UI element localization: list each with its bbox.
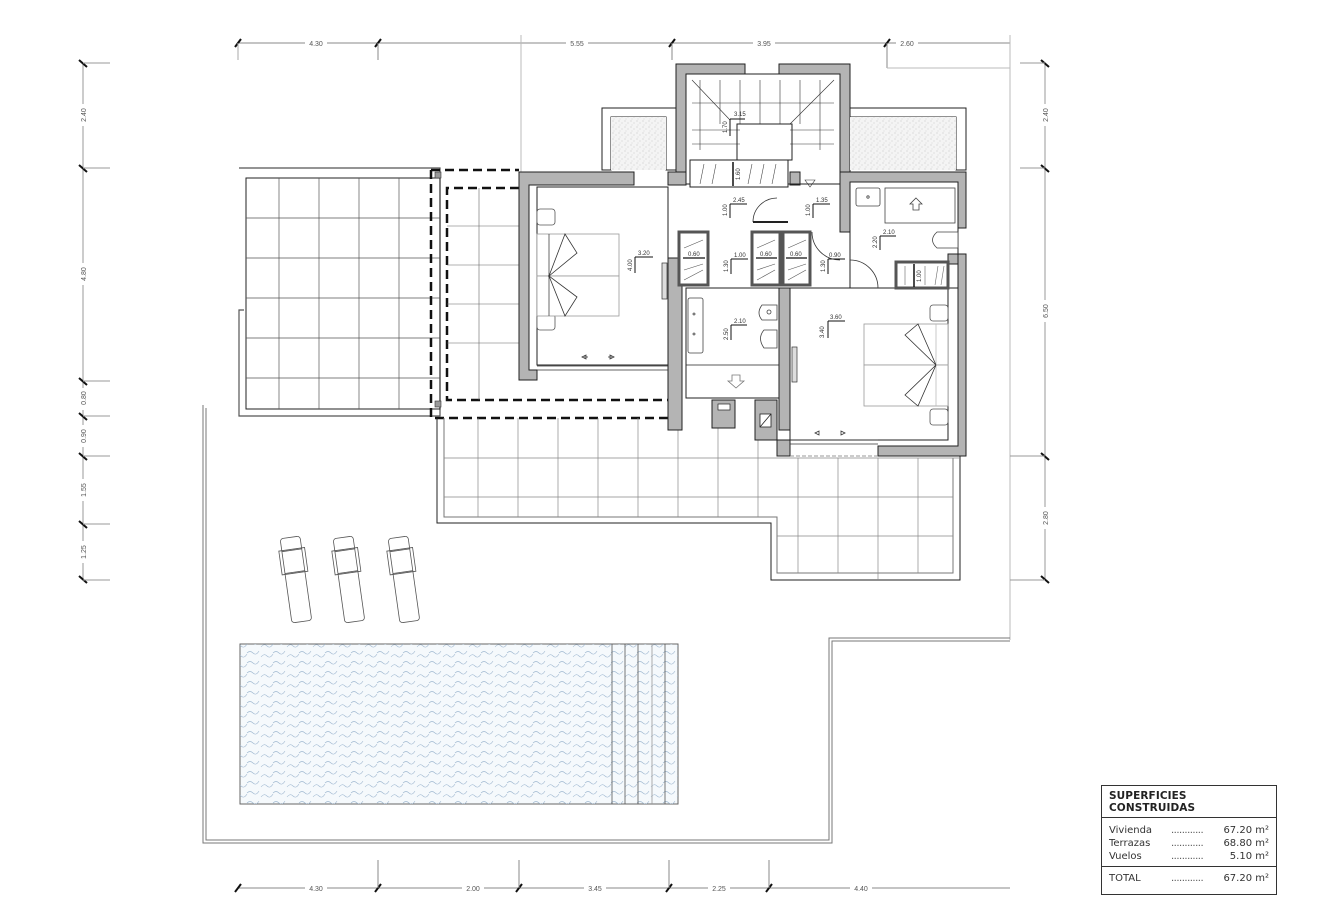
bedroom-2-width-label: 3.60	[830, 315, 842, 321]
closet-3-label: 0.60	[790, 252, 802, 258]
corridor-width-label: 0.90	[829, 253, 841, 259]
tv-unit-2	[791, 346, 798, 383]
dim-top-3: 3.95	[757, 41, 771, 48]
dim-left-6: 1.25	[81, 545, 88, 559]
window-bedroom-2	[790, 430, 878, 457]
dim-left-1: 2.40	[81, 108, 88, 122]
hall-2-height-label: 1.00	[806, 204, 812, 216]
staircase	[691, 79, 835, 188]
corridor-height-label: 1.30	[821, 260, 827, 272]
closet-4-label: 1.00	[917, 270, 923, 282]
bathroom-1	[686, 297, 779, 389]
dim-bottom-1: 4.30	[309, 886, 323, 893]
dim-left-3: 0.80	[81, 391, 88, 405]
planter-right	[850, 117, 956, 170]
bathroom-2	[849, 187, 959, 289]
hall-1-width-label: 2.45	[733, 198, 745, 204]
bed-1	[536, 208, 620, 331]
main-terrace	[436, 418, 961, 581]
overhang-dashed-outline	[429, 168, 680, 420]
dim-top-4: 2.60	[900, 41, 914, 48]
bedroom-2-height-label: 3.40	[820, 326, 826, 338]
dim-left-4: 0.90	[81, 429, 88, 443]
dim-bottom-5: 4.40	[854, 886, 868, 893]
window-bedroom-1	[537, 354, 668, 371]
hall-1-height-label: 1.00	[723, 204, 729, 216]
surface-dots: ............	[1171, 873, 1204, 884]
bathroom-1-width-label: 2.10	[734, 319, 746, 325]
surface-total-value: 67.20 m²	[1223, 873, 1269, 884]
dim-bottom-2: 2.00	[466, 886, 480, 893]
swimming-pool	[239, 643, 679, 805]
dim-right-3: 2.80	[1043, 511, 1050, 525]
surface-dots: ............	[1171, 825, 1204, 836]
closet-2-label: 0.60	[760, 252, 772, 258]
stairs-width-label: 3.15	[734, 112, 746, 118]
dim-right-2: 6.50	[1043, 304, 1050, 318]
dressing-width-label: 1.00	[734, 253, 746, 259]
shaft	[759, 413, 772, 428]
bathroom-2-height-label: 2.20	[873, 236, 879, 248]
surface-label: Vivienda	[1109, 825, 1153, 836]
surface-dots: ............	[1171, 838, 1204, 849]
surfaces-table: SUPERFICIES CONSTRUIDAS Vivienda .......…	[1101, 785, 1277, 895]
surface-row-total: TOTAL ............ 67.20 m²	[1109, 872, 1269, 885]
dim-bottom-3: 3.45	[588, 886, 602, 893]
hall-2-width-label: 1.35	[816, 198, 828, 204]
surface-label: Vuelos	[1109, 851, 1142, 862]
door-hall	[752, 197, 841, 261]
bedroom-1-dimension	[634, 256, 653, 273]
closets	[677, 230, 812, 287]
sun-loungers	[278, 536, 420, 623]
dimension-left	[78, 59, 110, 584]
bathroom-2-width-label: 2.10	[883, 230, 895, 236]
surfaces-title: SUPERFICIES CONSTRUIDAS	[1102, 786, 1276, 818]
surface-row-vivienda: Vivienda ............ 67.20 m²	[1109, 824, 1269, 837]
surface-value: 67.20 m²	[1223, 825, 1269, 836]
stair-closet	[689, 159, 789, 188]
bedroom-1-width-label: 3.20	[638, 251, 650, 257]
tv-unit-1	[661, 262, 668, 300]
dim-left-5: 1.55	[81, 483, 88, 497]
surface-value: 68.80 m²	[1223, 838, 1269, 849]
closet-4	[894, 260, 950, 290]
bathroom-1-height-label: 2.50	[724, 328, 730, 340]
surface-label: Terrazas	[1109, 838, 1151, 849]
stairs-height-label: 1.70	[723, 121, 729, 133]
stair-closet-label: 1.60	[736, 168, 742, 180]
dim-top-1: 4.30	[309, 41, 323, 48]
bed-2	[863, 304, 949, 426]
dressing-height-label: 1.30	[724, 260, 730, 272]
surface-row-vuelos: Vuelos ............ 5.10 m²	[1109, 850, 1269, 863]
dimension-top	[234, 35, 1011, 640]
house-walls	[518, 63, 967, 457]
dim-bottom-4: 2.25	[712, 886, 726, 893]
closet-1-label: 0.60	[688, 252, 700, 258]
surface-row-terrazas: Terrazas ............ 68.80 m²	[1109, 837, 1269, 850]
planter-left	[611, 117, 666, 170]
dimension-bottom	[234, 860, 1010, 893]
dim-top-2: 5.55	[570, 41, 584, 48]
surface-dots: ............	[1171, 851, 1204, 862]
dim-left-2: 4.80	[81, 267, 88, 281]
bedroom-1-height-label: 4.00	[628, 259, 634, 271]
surface-value: 5.10 m²	[1229, 851, 1269, 862]
dim-right-1: 2.40	[1043, 108, 1050, 122]
left-terrace	[238, 167, 441, 417]
plot-outline	[202, 405, 1010, 844]
surface-total-label: TOTAL	[1109, 873, 1141, 884]
